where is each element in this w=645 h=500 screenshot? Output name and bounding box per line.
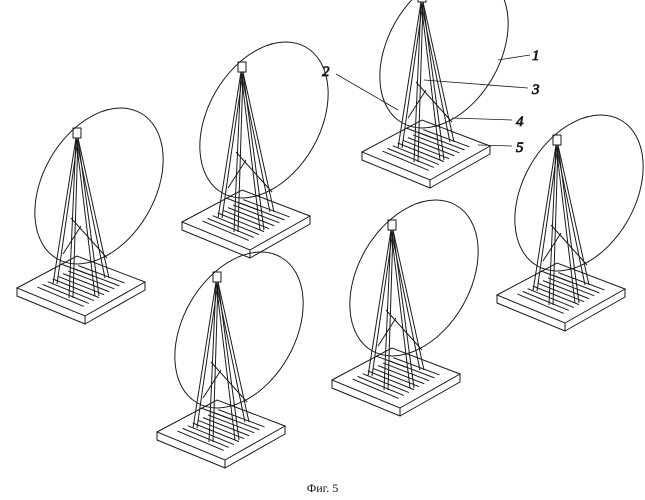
grating-slat [388, 148, 434, 167]
grating-slat [202, 221, 248, 240]
callout-5: 5 [516, 140, 524, 156]
mast-head [418, 0, 426, 2]
platform-edge [497, 295, 565, 331]
grating-slat [517, 294, 563, 313]
grating-slat [218, 410, 264, 427]
callout-4: 4 [516, 114, 524, 130]
rotor-disc [489, 92, 645, 293]
grating-slat [68, 271, 114, 289]
mast-head [388, 220, 396, 230]
grating-slat [413, 135, 459, 153]
rotor-disc [9, 85, 190, 286]
figure-caption: Фиг. 5 [0, 481, 645, 496]
grating-slat [243, 200, 289, 217]
mast-head [213, 272, 221, 282]
platform-edge [332, 380, 400, 416]
grating-slat [193, 423, 239, 442]
tower-unit-3 [354, 0, 535, 188]
tower-unit-5 [324, 177, 505, 416]
callouts: 1 2 3 4 5 [322, 48, 540, 156]
grating-slat [363, 374, 409, 393]
platform-edge [362, 152, 430, 188]
platform-edge [182, 222, 250, 258]
grating-slat [188, 426, 234, 445]
grating-slat [523, 291, 569, 310]
grating-slat [368, 371, 414, 390]
grating-slat [393, 146, 439, 165]
grating-slat [528, 289, 574, 308]
grating-slat [78, 266, 124, 283]
grating-slat [533, 286, 579, 305]
grating-slat [177, 431, 223, 450]
grating-slat [423, 130, 469, 147]
rotor-disc [174, 19, 355, 220]
mast-head [73, 128, 81, 138]
grating-slat [558, 273, 604, 290]
grating-slat [382, 151, 428, 170]
tower-unit-4 [489, 92, 645, 331]
grating-slat [208, 415, 254, 433]
grating-slat [208, 218, 254, 237]
tower-unit-1 [9, 85, 190, 324]
grating-slat [548, 278, 594, 296]
platform-edge [157, 432, 225, 468]
rotor-disc [324, 177, 505, 378]
callout-3: 3 [531, 82, 540, 98]
tower-unit-2 [174, 19, 355, 258]
grating-slat [48, 282, 94, 301]
grating-slat [352, 379, 398, 398]
callout-1: 1 [532, 48, 540, 64]
grating-slat [398, 143, 444, 162]
mast-head [238, 62, 246, 72]
grating-slat [358, 376, 404, 395]
grating-slat [218, 213, 264, 232]
grating-slat [37, 287, 83, 306]
grating-slat [213, 216, 259, 235]
rotor-disc [149, 229, 330, 430]
mast-head [553, 135, 561, 145]
grating-slat [393, 358, 439, 375]
tower-unit-6 [149, 229, 330, 468]
grating-slat [233, 205, 279, 223]
grating-slat [53, 279, 99, 298]
grating-slat [43, 284, 89, 303]
platform-edge [17, 288, 85, 324]
grating-slat [183, 428, 229, 447]
grating-slat [383, 363, 429, 381]
callout-2: 2 [322, 64, 330, 80]
